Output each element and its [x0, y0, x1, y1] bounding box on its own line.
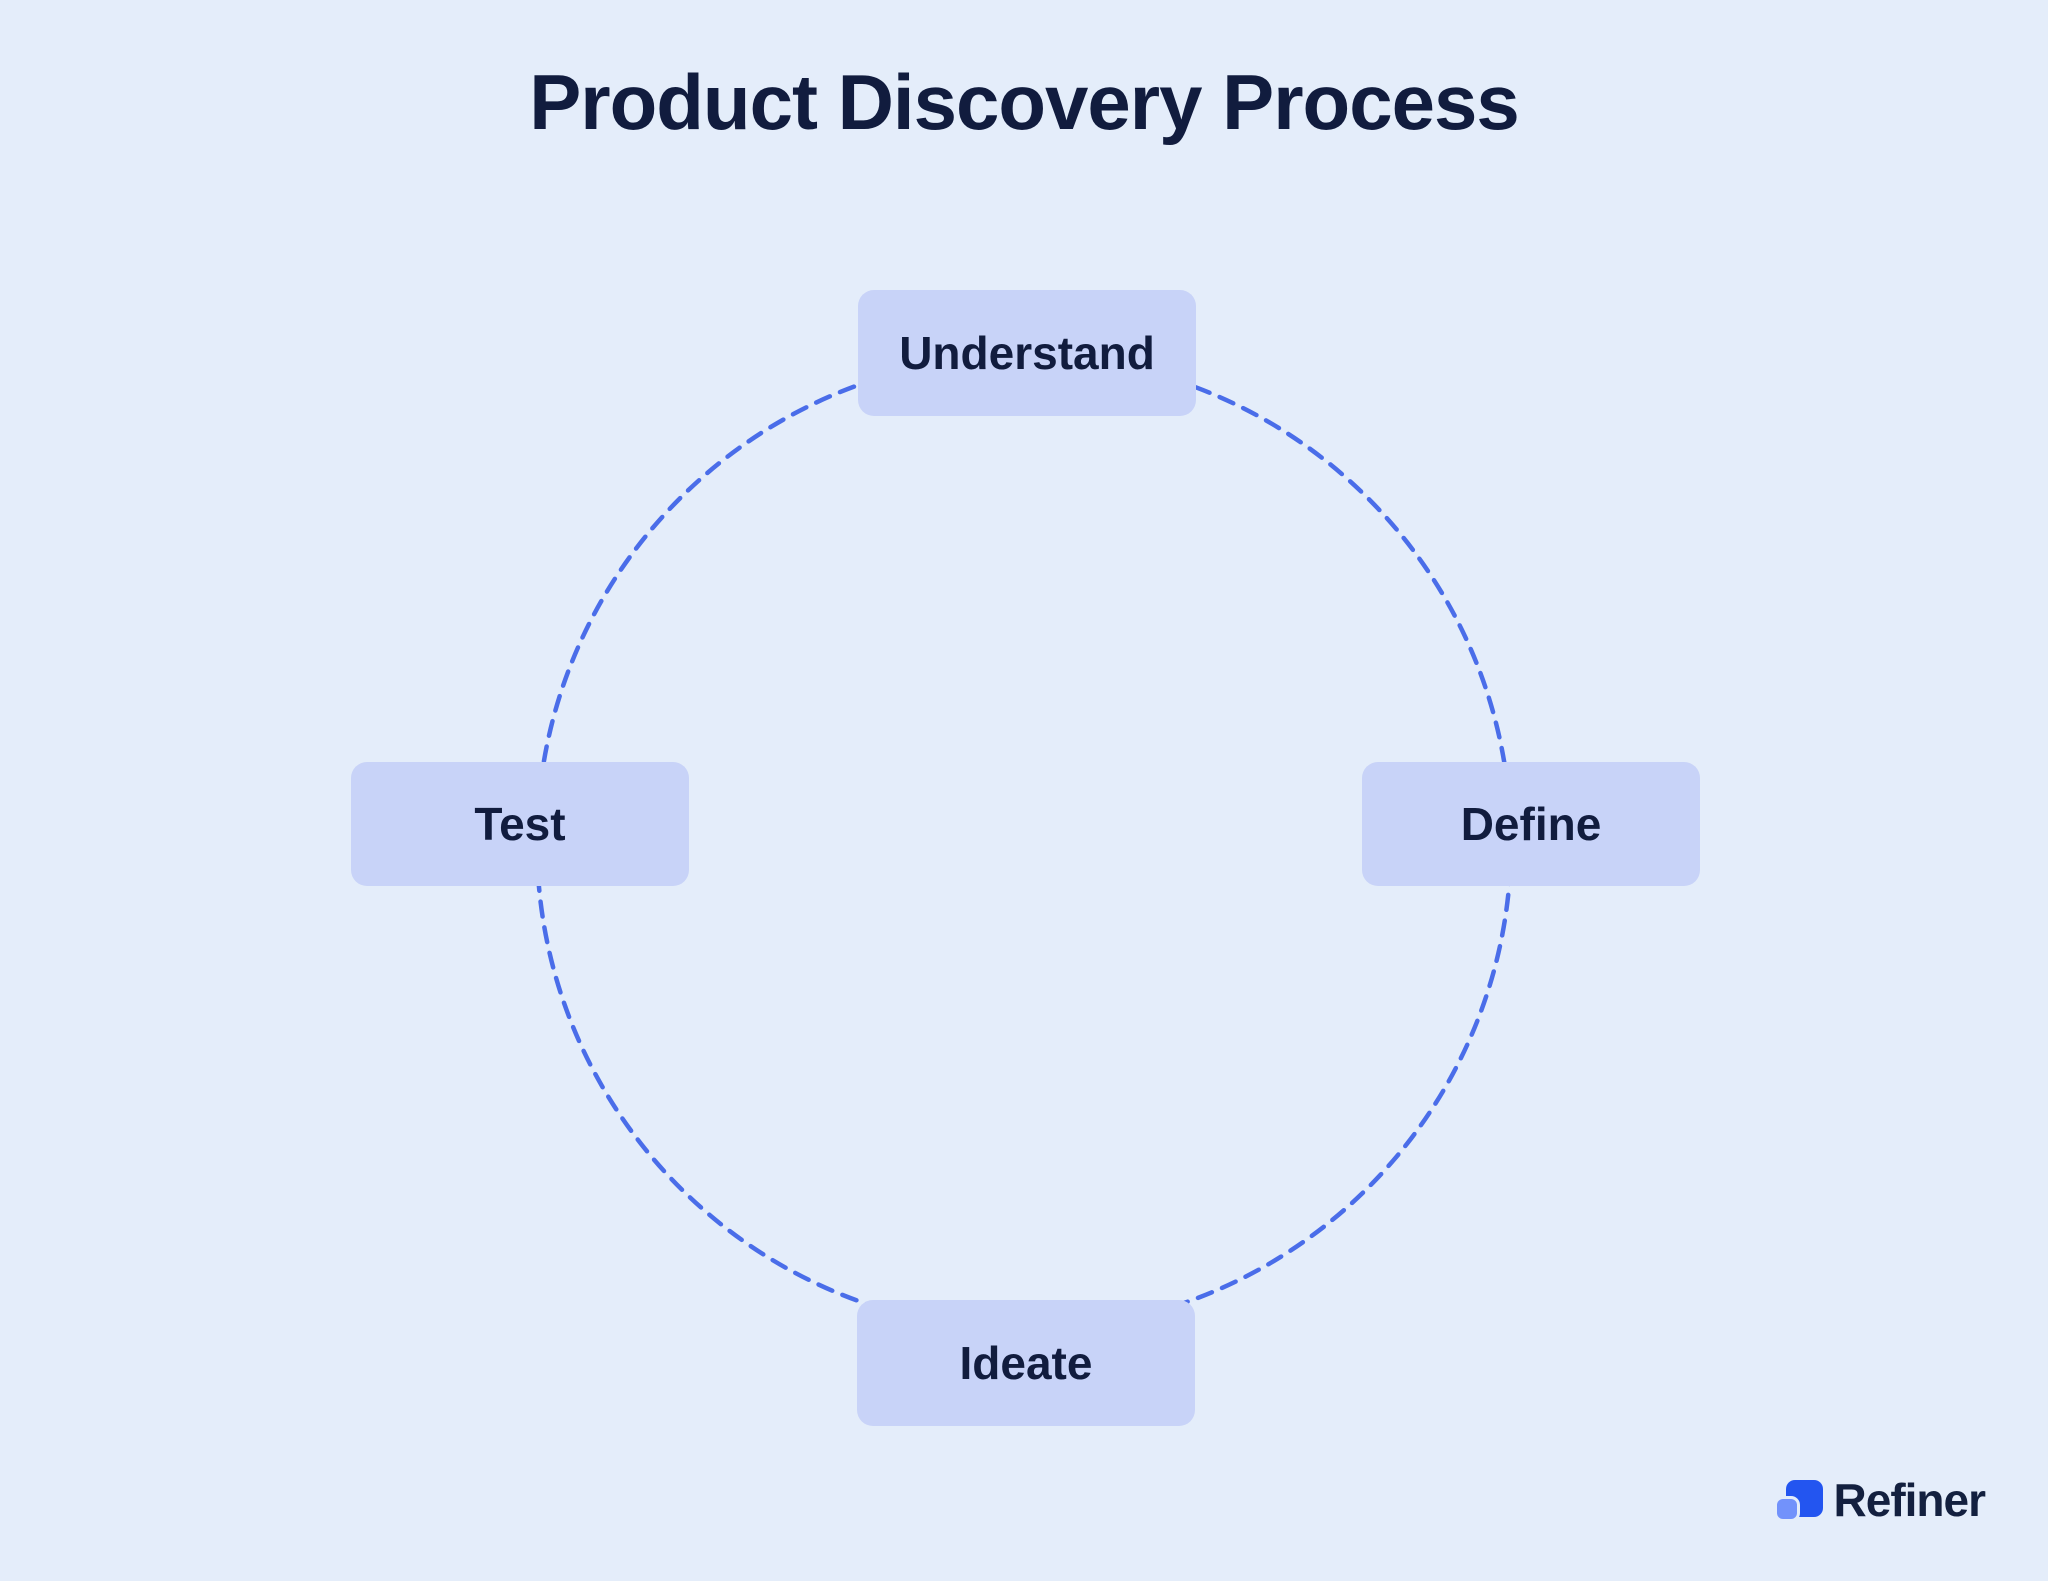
node-test: Test — [351, 762, 689, 886]
node-label: Define — [1460, 798, 1602, 850]
page-title: Product Discovery Process — [529, 58, 1519, 146]
node-define: Define — [1362, 762, 1700, 886]
refiner-logo: Refiner — [1776, 1474, 1986, 1527]
node-label: Test — [474, 798, 566, 850]
logo-small-square — [1776, 1499, 1797, 1519]
refiner-logo-text: Refiner — [1833, 1474, 1986, 1526]
node-understand: Understand — [858, 290, 1196, 416]
node-ideate: Ideate — [857, 1300, 1195, 1426]
node-label: Ideate — [959, 1337, 1093, 1389]
refiner-logo-icon — [1776, 1480, 1823, 1524]
node-label: Understand — [899, 327, 1155, 379]
